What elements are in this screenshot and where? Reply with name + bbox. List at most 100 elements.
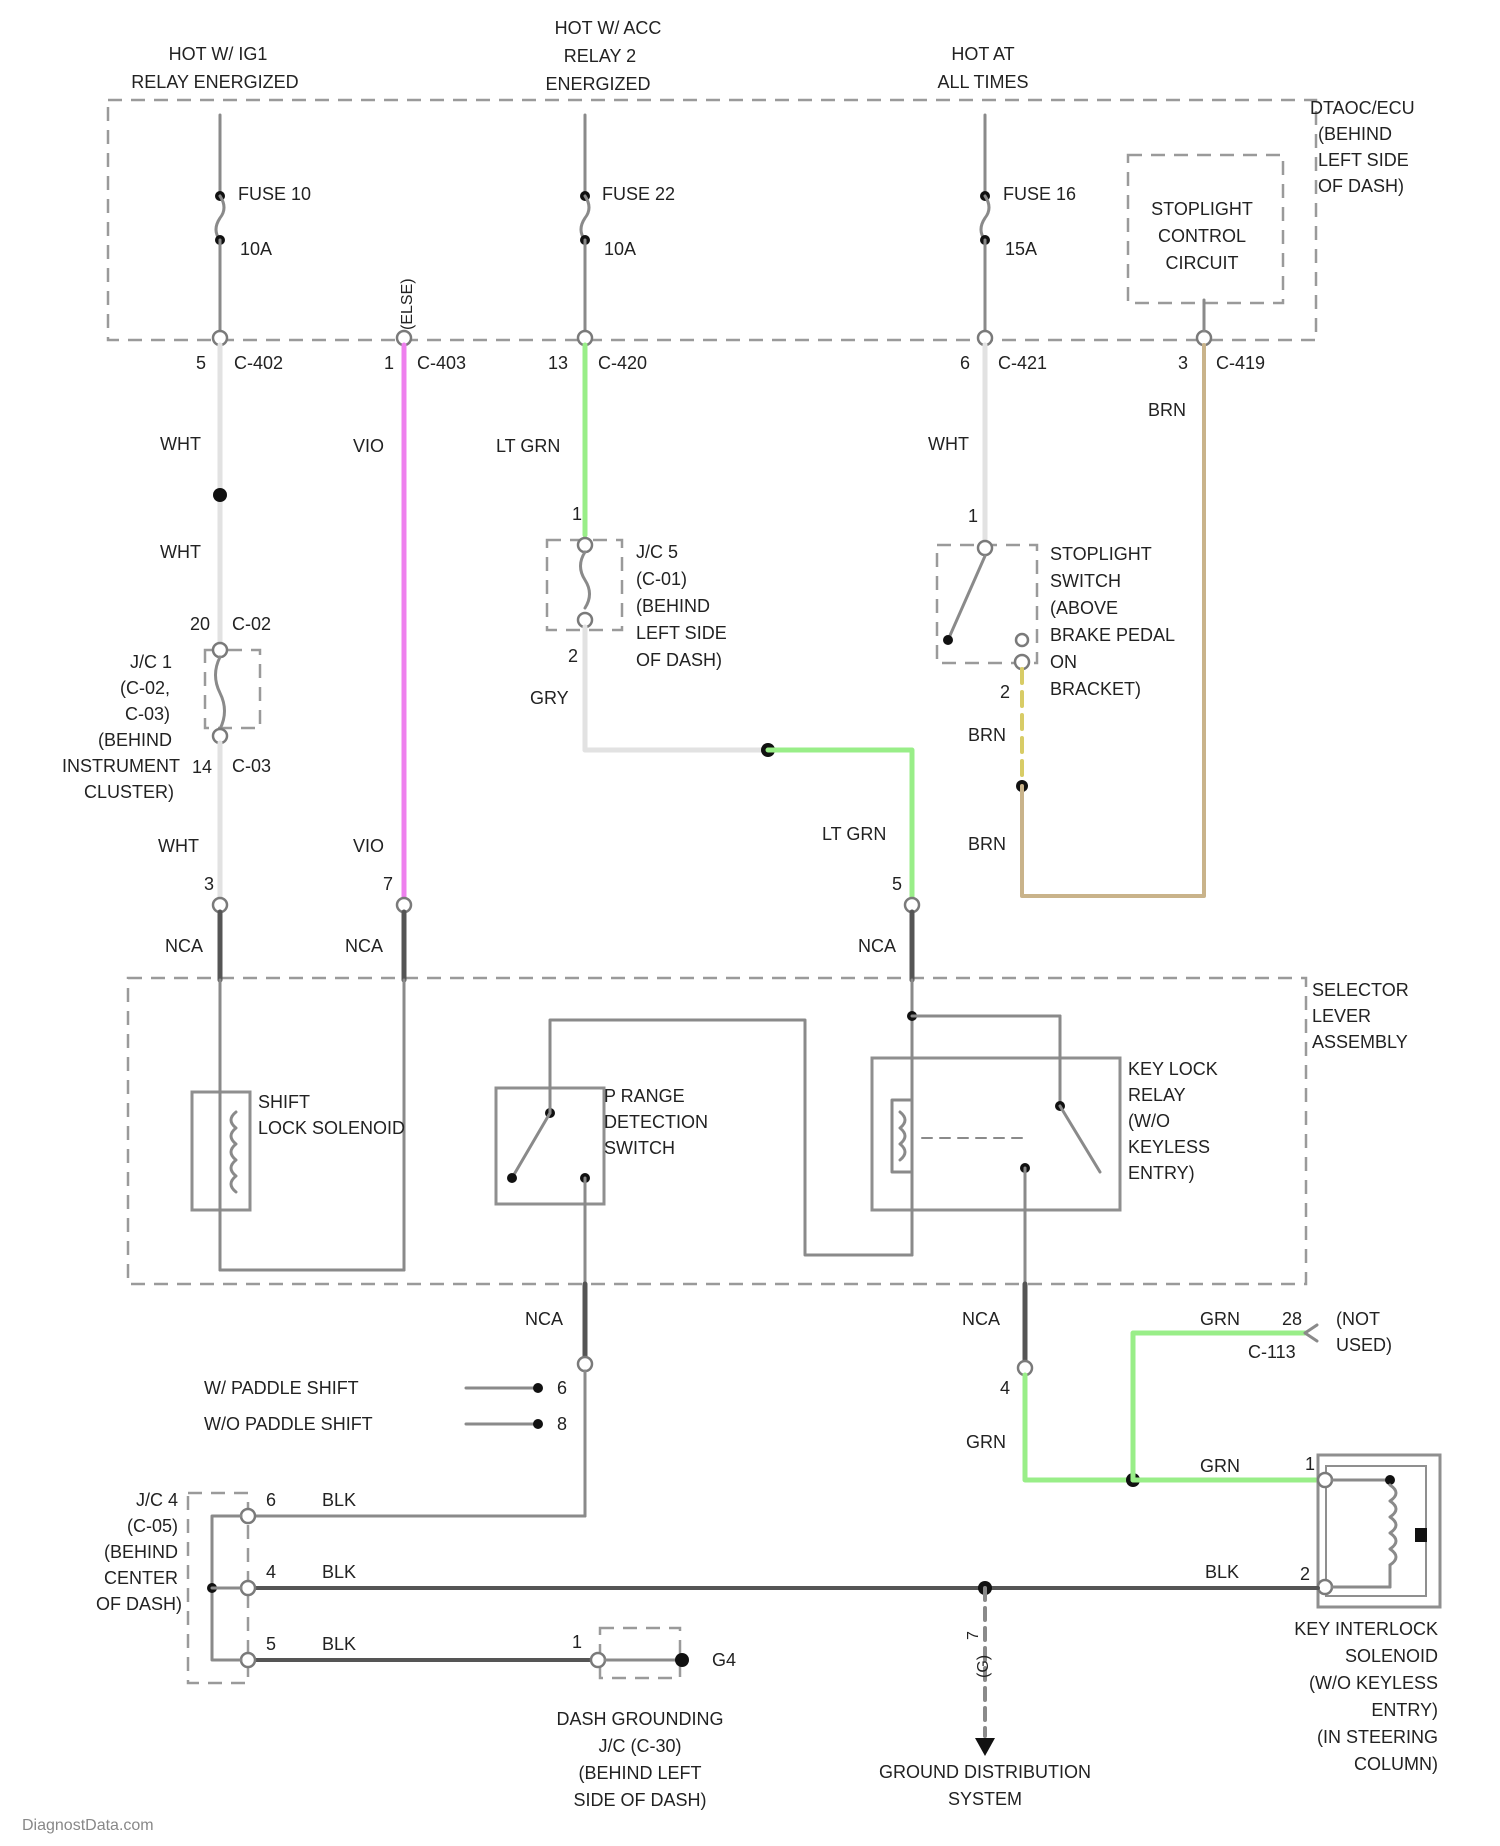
ki-line2: SOLENOID: [1345, 1646, 1438, 1666]
pin-selector-1: 3: [204, 874, 214, 894]
dash-ground-pin: 1: [572, 1632, 582, 1652]
ki-line3: (W/O KEYLESS: [1309, 1673, 1438, 1693]
jc5-pin-top: 1: [572, 504, 582, 524]
wht-label-3: WHT: [158, 836, 199, 856]
nca-label-3: NCA: [858, 936, 896, 956]
stoplight-line1: STOPLIGHT: [1050, 544, 1152, 564]
ki-line6: COLUMN): [1354, 1754, 1438, 1774]
connector-c402: 5 C-402: [196, 331, 283, 373]
watermark: DiagnostData.com: [22, 1817, 154, 1834]
pin-selector-3: 5: [892, 874, 902, 894]
ground-pin: 7: [965, 1631, 982, 1640]
jc5-line2: (C-01): [636, 569, 687, 589]
source-always-line1: HOT AT: [951, 44, 1014, 64]
ground-distribution-line2: SYSTEM: [948, 1789, 1022, 1809]
nca-label-1: NCA: [165, 936, 203, 956]
fuse-16-name: FUSE 16: [1003, 184, 1076, 204]
stoplight-control-line2: CONTROL: [1158, 226, 1246, 246]
connector-c403: 1 C-403: [384, 331, 466, 373]
dash-ground-line1: DASH GROUNDING: [556, 1709, 723, 1729]
stoplight-pin-top: 1: [968, 506, 978, 526]
jc1-line6: CLUSTER): [84, 782, 174, 802]
key-lock-line2: RELAY: [1128, 1085, 1186, 1105]
ki-line4: ENTRY): [1371, 1700, 1438, 1720]
c420-name: C-420: [598, 353, 647, 373]
stoplight-pin-bot: 2: [1000, 682, 1010, 702]
c419-name: C-419: [1216, 353, 1265, 373]
c402-pin: 5: [196, 353, 206, 373]
source-always-line2: ALL TIMES: [937, 72, 1028, 92]
relay-output: [1018, 1284, 1318, 1487]
stoplight-control-line3: CIRCUIT: [1166, 253, 1239, 273]
c403-pin: 1: [384, 353, 394, 373]
jc4-line3: (BEHIND: [104, 1542, 178, 1562]
lt-grn-label-1: LT GRN: [496, 436, 560, 456]
jc5-pin-bot: 2: [568, 646, 578, 666]
stoplight-line5: ON: [1050, 652, 1077, 672]
c113-note-2: USED): [1336, 1335, 1392, 1355]
vio-label-2: VIO: [353, 836, 384, 856]
jc5-line5: OF DASH): [636, 650, 722, 670]
fuse-16: FUSE 16 15A: [980, 115, 1076, 335]
key-lock-relay: [872, 980, 1120, 1320]
stoplight-line6: BRACKET): [1050, 679, 1141, 699]
blk-label-1: BLK: [322, 1490, 356, 1510]
jc4-line2: (C-05): [127, 1516, 178, 1536]
c421-name: C-421: [998, 353, 1047, 373]
shift-lock-line2: LOCK SOLENOID: [258, 1118, 405, 1138]
jc4-pin-1: 6: [266, 1490, 276, 1510]
ecu-label-line2: (BEHIND: [1318, 124, 1392, 144]
fuse-10: FUSE 10 10A: [215, 115, 311, 335]
ecu-label-line3: LEFT SIDE: [1318, 150, 1409, 170]
stoplight-line3: (ABOVE: [1050, 598, 1118, 618]
wht-label-4: WHT: [928, 434, 969, 454]
jc4-pin-2: 4: [266, 1562, 276, 1582]
grn-label-2: GRN: [1200, 1309, 1240, 1329]
brn-label-2: BRN: [968, 725, 1006, 745]
nca-label-5: NCA: [962, 1309, 1000, 1329]
dash-ground-line2: J/C (C-30): [598, 1736, 681, 1756]
key-lock-line3: (W/O: [1128, 1111, 1170, 1131]
vio-label-1: VIO: [353, 436, 384, 456]
fuse-16-rating: 15A: [1005, 239, 1037, 259]
c113-note-1: (NOT: [1336, 1309, 1380, 1329]
source-acc-line3: ENERGIZED: [545, 74, 650, 94]
dash-ground-line3: (BEHIND LEFT: [578, 1763, 701, 1783]
paddle-w: W/ PADDLE SHIFT: [204, 1378, 359, 1398]
key-lock-line5: ENTRY): [1128, 1163, 1195, 1183]
connector-c421: 6 C-421: [960, 331, 1047, 373]
jc1-pin-top: 20: [190, 614, 210, 634]
blk-label-4: BLK: [1205, 1562, 1239, 1582]
jc4-line1: J/C 4: [136, 1490, 178, 1510]
jc1-line4: (BEHIND: [98, 730, 172, 750]
c420-pin: 13: [548, 353, 568, 373]
c419-pin: 3: [1178, 353, 1188, 373]
fuse-22-name: FUSE 22: [602, 184, 675, 204]
fuse-22: FUSE 22 10A: [580, 115, 675, 335]
jc1-line1: J/C 1: [130, 652, 172, 672]
ground-distribution-line1: GROUND DISTRIBUTION: [879, 1762, 1091, 1782]
fuse-22-rating: 10A: [604, 239, 636, 259]
wire-wht-stoplight: [943, 345, 1204, 896]
jc1-conn-top: C-02: [232, 614, 271, 634]
nca-label-2: NCA: [345, 936, 383, 956]
jc4-pin-3: 5: [266, 1634, 276, 1654]
key-lock-line1: KEY LOCK: [1128, 1059, 1218, 1079]
jc1-pin-bot: 14: [192, 757, 212, 777]
jc4-line4: CENTER: [104, 1568, 178, 1588]
key-interlock-solenoid: [1318, 1455, 1440, 1607]
source-acc-line2: RELAY 2: [564, 46, 636, 66]
stoplight-line4: BRAKE PEDAL: [1050, 625, 1175, 645]
wire-wht-column: [213, 345, 227, 980]
nca-label-4: NCA: [525, 1309, 563, 1329]
jc5-line1: J/C 5: [636, 542, 678, 562]
c113-name: C-113: [1248, 1342, 1296, 1362]
p-range-output: [578, 1284, 592, 1516]
stoplight-control-line1: STOPLIGHT: [1151, 199, 1253, 219]
selector-line3: ASSEMBLY: [1312, 1032, 1408, 1052]
p-range-line3: SWITCH: [604, 1138, 675, 1158]
key-lock-line4: KEYLESS: [1128, 1137, 1210, 1157]
wire-vio: [397, 345, 411, 980]
brn-label-1: BRN: [1148, 400, 1186, 420]
c113-pin: 28: [1282, 1309, 1302, 1329]
